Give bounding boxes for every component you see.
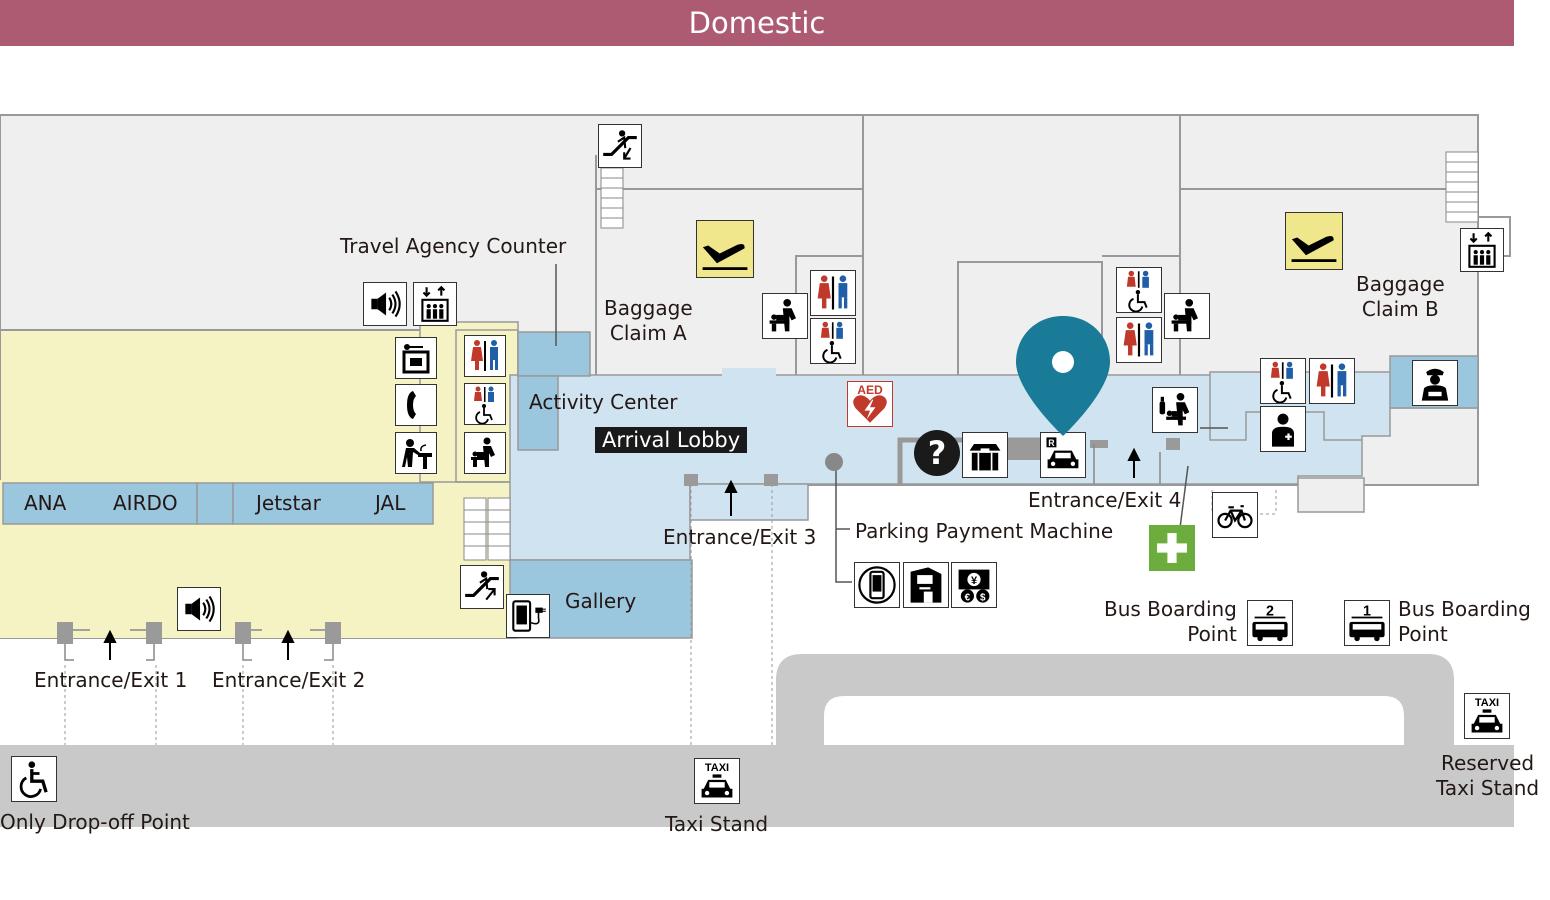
bus-point-1-label: Bus Boarding Point bbox=[1398, 597, 1531, 646]
atm-icon bbox=[903, 562, 949, 608]
restroom-icon bbox=[810, 270, 856, 316]
escalator-icon bbox=[460, 565, 504, 609]
baggage-delivery-icon bbox=[962, 432, 1008, 478]
parking-payment-label: Parking Payment Machine bbox=[855, 519, 1114, 543]
entrance-exit-3-label: Entrance/Exit 3 bbox=[663, 525, 817, 549]
aed-icon: AED bbox=[847, 381, 893, 427]
first-aid-cross-icon bbox=[1149, 525, 1195, 571]
elevator-icon bbox=[1460, 228, 1504, 272]
airline-airdo: AIRDO bbox=[113, 491, 178, 515]
svg-text:€: € bbox=[965, 592, 971, 603]
baggage-claim-a-label: Baggage Claim A bbox=[604, 296, 693, 345]
telephone-icon bbox=[395, 384, 437, 426]
bus-icon: 2 bbox=[1247, 600, 1293, 646]
counter-jetstar-jal bbox=[232, 482, 434, 525]
accessible-restroom-icon bbox=[1260, 358, 1306, 404]
entrance-exit-2-label: Entrance/Exit 2 bbox=[212, 668, 366, 692]
accessible-restroom-icon bbox=[1116, 267, 1162, 313]
currency-exchange-icon: ¥€ $ bbox=[951, 562, 997, 608]
bus-number-2: 2 bbox=[1266, 603, 1274, 619]
taxi-sign-text: TAXI bbox=[705, 762, 729, 774]
travel-agency-label: Travel Agency Counter bbox=[340, 234, 567, 258]
restroom-icon bbox=[1116, 317, 1162, 363]
bicycle-parking-icon bbox=[1212, 492, 1258, 538]
activity-center-label: Activity Center bbox=[529, 390, 678, 414]
reserved-taxi-label: Reserved Taxi Stand bbox=[1436, 751, 1540, 800]
entrance-exit-1-label: Entrance/Exit 1 bbox=[34, 668, 188, 692]
arrival-icon bbox=[1285, 212, 1343, 270]
first-aid-room-icon bbox=[1260, 406, 1306, 452]
header-banner: Domestic bbox=[0, 0, 1514, 46]
taxi-stand-label: Taxi Stand bbox=[665, 812, 769, 836]
page-title: Domestic bbox=[688, 6, 826, 40]
water-fountain-icon bbox=[395, 432, 437, 474]
baggage-claim-b-label: Baggage Claim B bbox=[1356, 272, 1445, 321]
airline-jetstar: Jetstar bbox=[256, 491, 321, 515]
smartphone-icon bbox=[854, 562, 900, 608]
road-main bbox=[0, 745, 1514, 827]
escalator-icon bbox=[598, 124, 642, 168]
dropoff-label: Only Drop-off Point bbox=[0, 810, 190, 834]
location-pin-icon[interactable] bbox=[1014, 314, 1112, 438]
svg-text:$: $ bbox=[980, 592, 986, 603]
bus-number-1: 1 bbox=[1363, 603, 1371, 619]
road-loop bbox=[776, 654, 1454, 745]
speaker-icon bbox=[177, 587, 221, 631]
accessible-restroom-icon bbox=[810, 318, 856, 364]
arrival-lobby-label: Arrival Lobby bbox=[595, 427, 748, 453]
information-icon[interactable]: ? bbox=[914, 430, 960, 476]
svg-text:¥: ¥ bbox=[971, 575, 978, 587]
bus-point-2-label: Bus Boarding Point bbox=[1104, 597, 1237, 646]
counter-ana-airdo bbox=[2, 482, 198, 525]
activity-center-room bbox=[517, 375, 559, 451]
nursing-room-icon bbox=[1152, 387, 1198, 433]
restroom-icon bbox=[464, 335, 506, 377]
restroom-icon bbox=[1309, 358, 1355, 404]
elevator-icon bbox=[413, 282, 457, 326]
information-symbol: ? bbox=[927, 434, 947, 472]
airline-ana: ANA bbox=[24, 491, 67, 515]
rental-car-icon: R bbox=[1040, 432, 1086, 478]
baby-changing-icon bbox=[762, 293, 808, 339]
speaker-icon bbox=[363, 282, 407, 326]
taxi-sign-text: TAXI bbox=[1475, 697, 1499, 709]
aed-text: AED bbox=[857, 383, 883, 397]
svg-text:R: R bbox=[1048, 438, 1055, 448]
bus-icon: 1 bbox=[1344, 600, 1390, 646]
arrival-icon bbox=[696, 220, 754, 278]
gallery-label: Gallery bbox=[565, 589, 637, 613]
airline-jal: JAL bbox=[375, 491, 406, 515]
wheelchair-icon bbox=[11, 756, 57, 802]
entrance-exit-4-label: Entrance/Exit 4 bbox=[1028, 488, 1182, 512]
charging-station-icon bbox=[506, 594, 550, 638]
police-icon bbox=[1412, 360, 1458, 406]
baby-changing-icon bbox=[1164, 293, 1210, 339]
accessible-restroom-icon bbox=[464, 383, 506, 425]
baby-changing-icon bbox=[464, 432, 506, 474]
taxi-icon: TAXI bbox=[694, 758, 740, 804]
taxi-icon: TAXI bbox=[1464, 693, 1510, 739]
coin-locker-icon bbox=[395, 337, 437, 379]
travel-agency-room bbox=[517, 331, 591, 377]
